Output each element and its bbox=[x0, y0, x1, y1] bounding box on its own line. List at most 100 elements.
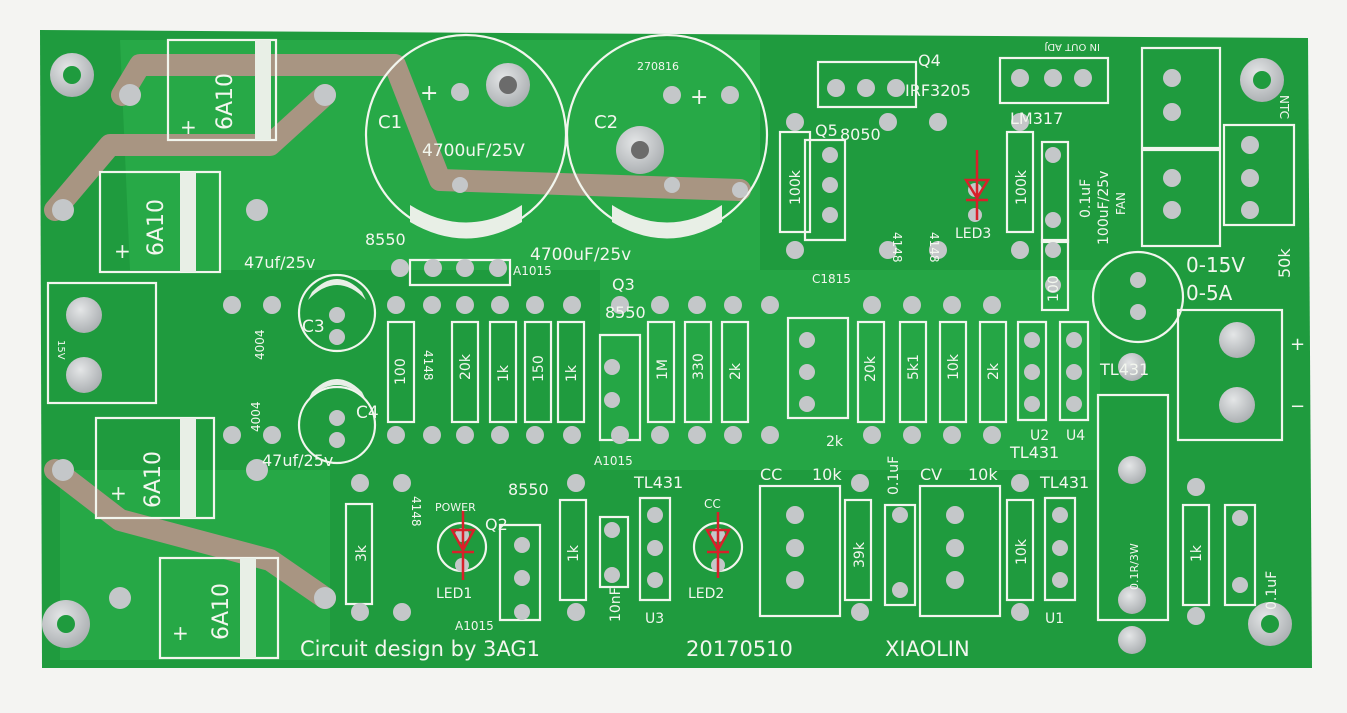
silk-label-c3: C3 bbox=[302, 317, 325, 337]
silk-label-d4148: 4148 bbox=[409, 496, 423, 527]
silk-label-r-1k: 1k bbox=[496, 364, 512, 382]
silk-fill-marks bbox=[180, 40, 722, 658]
silk-label-r-100k: 100k bbox=[1014, 169, 1030, 205]
silk-label-u1: U1 bbox=[1045, 611, 1064, 627]
silk-label-r-2k: 2k bbox=[986, 362, 1002, 380]
silk-label-plus: + bbox=[114, 239, 131, 263]
silk-label-input-voltage: 15V bbox=[55, 340, 66, 360]
silk-label-rectifier-diode: 6A10 bbox=[141, 451, 166, 508]
silk-label-r-5k1: 5k1 bbox=[906, 354, 922, 380]
silk-label-r-3k: 3k bbox=[354, 544, 370, 562]
silk-label-plus: + bbox=[180, 115, 197, 139]
silk-label-cc: CC bbox=[704, 497, 721, 511]
silk-label-r-1k: 1k bbox=[1189, 544, 1205, 562]
silk-label-bulk-cap-c1: C1 bbox=[378, 112, 402, 133]
silk-label-d4148: 4148 bbox=[927, 232, 941, 263]
silk-label-d4148: 4148 bbox=[890, 232, 904, 263]
silk-label-bulk-cap-c2: C2 bbox=[594, 112, 618, 133]
silk-label-ntc: NTC bbox=[1277, 95, 1291, 119]
silk-label-cap-01uf: 0.1uF bbox=[1078, 179, 1094, 218]
silk-label-plus: + bbox=[690, 85, 708, 110]
silk-label-bulk-cap-value: 4700uF/25V bbox=[422, 141, 525, 161]
silk-label-fan: FAN bbox=[1114, 192, 1128, 215]
silk-label-tl431: TL431 bbox=[1039, 473, 1089, 492]
silk-label-r-1k: 1k bbox=[564, 364, 580, 382]
silk-label-a1015: A1015 bbox=[594, 454, 633, 468]
silk-label-q3: Q3 bbox=[612, 275, 635, 294]
silk-label-tl431: TL431 bbox=[1099, 360, 1149, 379]
silk-label-q4: Q4 bbox=[918, 51, 941, 70]
silk-label-fan-cap: 100uF/25v bbox=[1096, 171, 1112, 245]
silk-label-pot-10k: 10k bbox=[968, 465, 998, 484]
silk-label-led1: LED1 bbox=[436, 586, 472, 602]
silk-label-cc: CC bbox=[760, 465, 782, 484]
silk-label-r-10k: 10k bbox=[946, 353, 962, 380]
silk-label-u4: U4 bbox=[1066, 428, 1085, 444]
silk-label-r-1m: 1M bbox=[655, 359, 671, 380]
silk-label-d4004: 4004 bbox=[249, 401, 263, 432]
silk-label-power: POWER bbox=[435, 501, 476, 514]
red-led-marks bbox=[449, 150, 991, 580]
silk-label-bulk-cap-value-lower: 4700uF/25v bbox=[530, 245, 631, 265]
silk-label-small-cap-value: 47uf/25v bbox=[262, 451, 333, 470]
silk-label-c4: C4 bbox=[356, 403, 379, 423]
silk-label-shunt: 0.1R/3W bbox=[1128, 543, 1141, 590]
silk-label-reg-pins: IN OUT ADJ bbox=[1044, 41, 1100, 52]
credit-text: Circuit design by 3AG1 bbox=[300, 637, 540, 661]
silk-label-r-100k: 100k bbox=[788, 169, 804, 205]
silk-label-u3: U3 bbox=[645, 611, 664, 627]
silk-label-led3: LED3 bbox=[955, 226, 991, 242]
silk-label-plus: + bbox=[1290, 334, 1305, 355]
silk-label-cap-01uf: 0.1uF bbox=[886, 456, 902, 495]
silk-label-q5: Q5 bbox=[815, 121, 838, 140]
silk-label-r-150: 150 bbox=[531, 355, 547, 382]
silk-label-d4148: 4148 bbox=[421, 350, 435, 381]
silk-label-d4004: 4004 bbox=[253, 329, 267, 360]
silk-label-small-cap-value: 47uf/25v bbox=[244, 253, 315, 272]
silkscreen-labels: Circuit design by 3AG1 20170510 XIAOLIN … bbox=[55, 41, 1305, 661]
silk-label-r-100: 100 bbox=[1046, 275, 1062, 302]
silk-label-plus: + bbox=[110, 481, 127, 505]
silk-label-r-20k: 20k bbox=[863, 355, 879, 382]
silk-label-r-330: 330 bbox=[691, 353, 707, 380]
silk-label-rectifier-diode: 6A10 bbox=[144, 199, 169, 256]
silk-label-r-2k: 2k bbox=[728, 362, 744, 380]
silk-label-cv: CV bbox=[920, 465, 942, 484]
silk-label-cap-10nf: 10nF bbox=[608, 587, 624, 622]
silk-label-q4-part: IRF3205 bbox=[905, 81, 971, 100]
silk-label-r-2k: 2k bbox=[826, 434, 844, 450]
silk-label-minus: − bbox=[1290, 396, 1305, 417]
silk-label-c1815: C1815 bbox=[812, 272, 851, 286]
silk-label-regulator: LM317 bbox=[1010, 109, 1063, 128]
silk-label-range-v: 0-15V bbox=[1186, 253, 1245, 277]
silk-label-range-a: 0-5A bbox=[1186, 281, 1233, 305]
silk-label-r-100: 100 bbox=[393, 358, 409, 385]
silk-label-tl431: TL431 bbox=[1009, 443, 1059, 462]
silk-label-cap-01uf: 0.1uF bbox=[1264, 571, 1280, 610]
silk-label-pot-10k: 10k bbox=[812, 465, 842, 484]
silk-label-a1015: A1015 bbox=[455, 619, 494, 633]
author-text: XIAOLIN bbox=[885, 637, 970, 661]
silk-label-tl431: TL431 bbox=[633, 473, 683, 492]
silk-label-u2: U2 bbox=[1030, 428, 1049, 444]
silk-label-r-20k: 20k bbox=[458, 353, 474, 380]
silk-label-a1015: A1015 bbox=[513, 264, 552, 278]
silk-label-q2: Q2 bbox=[485, 515, 508, 534]
silk-label-rectifier-diode: 6A10 bbox=[209, 583, 234, 640]
silk-label-q5-part: 8050 bbox=[840, 125, 881, 144]
silk-label-plus: + bbox=[172, 621, 189, 645]
silk-label-pnp: 8550 bbox=[605, 303, 646, 322]
silk-label-plus: + bbox=[420, 81, 438, 106]
component-pads bbox=[42, 53, 1292, 654]
silk-label-led2: LED2 bbox=[688, 586, 724, 602]
silk-label-r-39k: 39k bbox=[852, 541, 868, 568]
silk-label-rectifier-diode: 6A10 bbox=[213, 73, 238, 130]
silk-label-pnp: 8550 bbox=[508, 480, 549, 499]
silk-label-pot-50k: 50k bbox=[1275, 248, 1294, 278]
silk-label-pnp: 8550 bbox=[365, 230, 406, 249]
silk-label-r-10k: 10k bbox=[1014, 538, 1030, 565]
silk-label-r-1k: 1k bbox=[566, 544, 582, 562]
silk-label-cap-code: 270816 bbox=[637, 60, 679, 73]
